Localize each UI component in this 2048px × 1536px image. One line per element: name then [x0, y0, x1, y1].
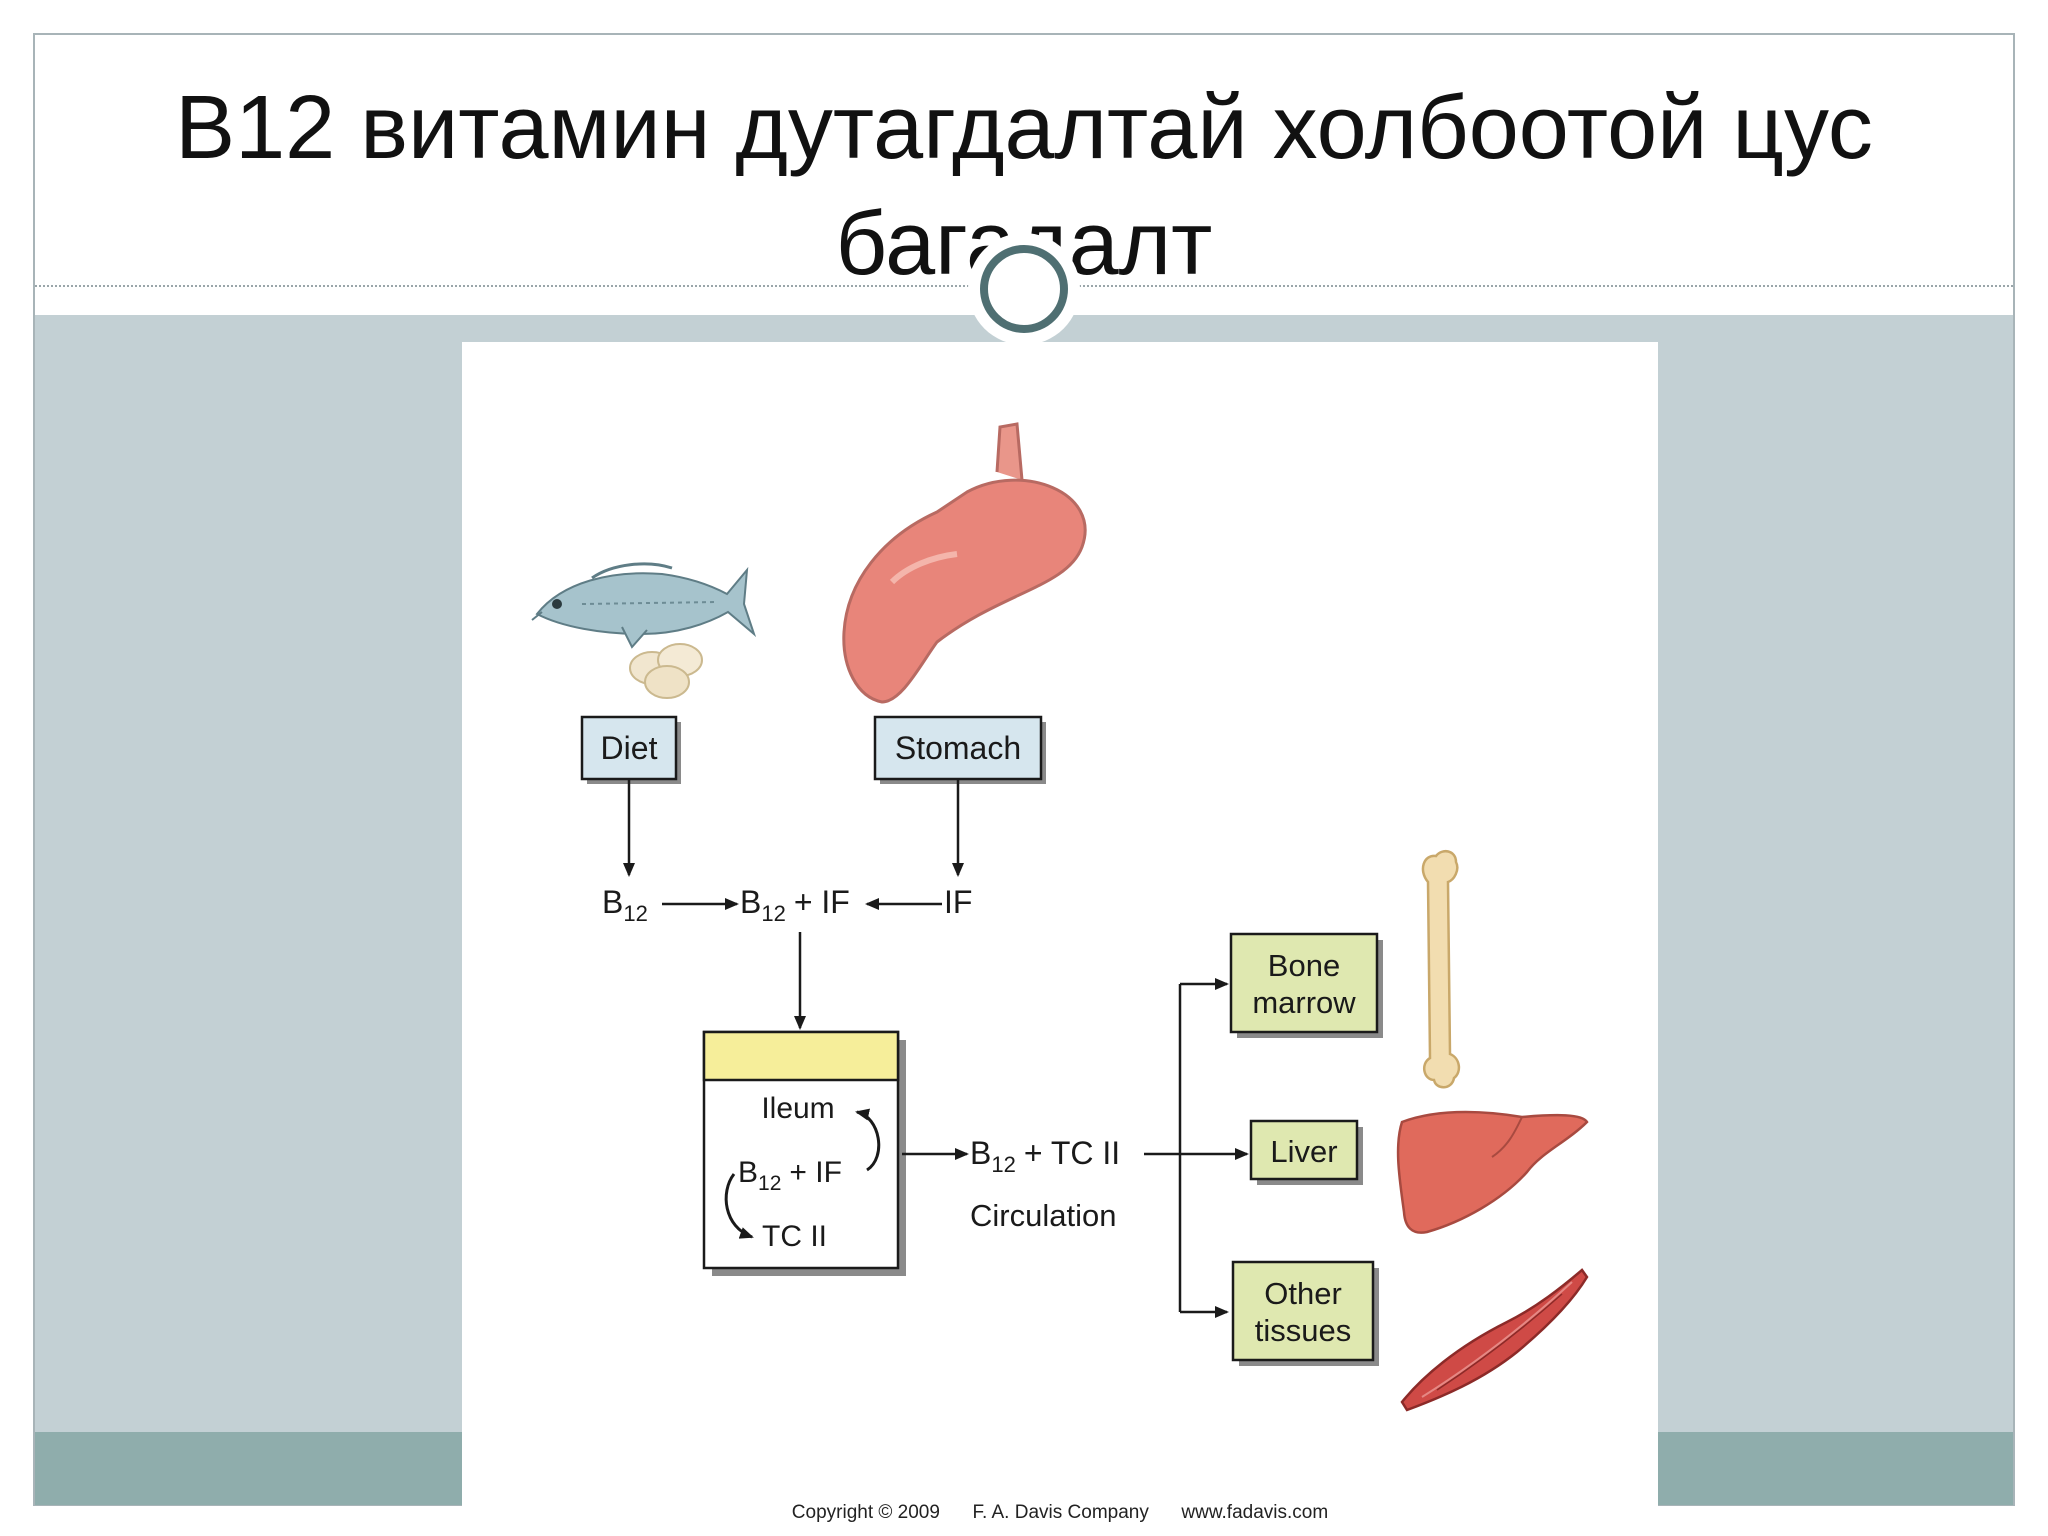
liver-box: Liver — [1249, 1119, 1363, 1185]
fish-icon — [531, 562, 757, 649]
other-tissues-box: Other tissues — [1231, 1260, 1379, 1366]
b12-free: B12 — [602, 884, 648, 926]
liver-label: Liver — [1270, 1134, 1337, 1169]
stomach-label: Stomach — [895, 730, 1021, 766]
publisher-text: F. A. Davis Company — [972, 1502, 1149, 1523]
slide-title: B12 витамин дутагдалтай холбоотой цус ба… — [175, 78, 1873, 294]
b12-tc2-complex: B12+ TC II — [970, 1135, 1120, 1177]
other-tissues-label-1: Other — [1264, 1276, 1342, 1311]
ileum-tc2: TC II — [762, 1220, 827, 1253]
bone-marrow-label-1: Bone — [1268, 948, 1340, 983]
ileum-box: Ileum B12+ IF TC II — [702, 1030, 906, 1276]
eggs-icon — [629, 643, 703, 699]
ileum-cycle-arrow-down — [724, 1173, 754, 1239]
copyright-text: Copyright © 2009 — [791, 1502, 940, 1523]
stomach-box: Stomach — [873, 715, 1046, 784]
publisher-url: www.fadavis.com — [1181, 1502, 1329, 1523]
title-ornament-circle — [968, 233, 1080, 345]
diet-box: Diet — [580, 715, 681, 784]
b12-absorption-diagram: Diet Stomach B12 B12+ IF IF Ileum B12+ I… — [531, 422, 1589, 1412]
diet-label: Diet — [601, 730, 658, 766]
bone-icon — [1421, 849, 1461, 1089]
if-label: IF — [944, 884, 972, 920]
other-tissues-label-2: tissues — [1255, 1313, 1351, 1348]
figure-panel: Diet Stomach B12 B12+ IF IF Ileum B12+ I… — [462, 342, 1658, 1536]
b12-if-complex: B12+ IF — [740, 884, 850, 926]
liver-icon — [1396, 1110, 1589, 1234]
ileum-label: Ileum — [761, 1092, 834, 1125]
ileum-cycle-arrow-up — [855, 1108, 881, 1172]
ileum-band — [702, 1030, 900, 1082]
stomach-icon — [842, 422, 1087, 704]
muscle-icon — [1400, 1268, 1589, 1412]
circulation-label: Circulation — [970, 1198, 1116, 1233]
ileum-b12-if: B12+ IF — [738, 1156, 842, 1195]
bone-marrow-label-2: marrow — [1252, 985, 1356, 1020]
copyright-line: Copyright © 2009 F. A. Davis Company www… — [462, 1502, 1658, 1524]
bone-marrow-box: Bone marrow — [1229, 932, 1383, 1038]
